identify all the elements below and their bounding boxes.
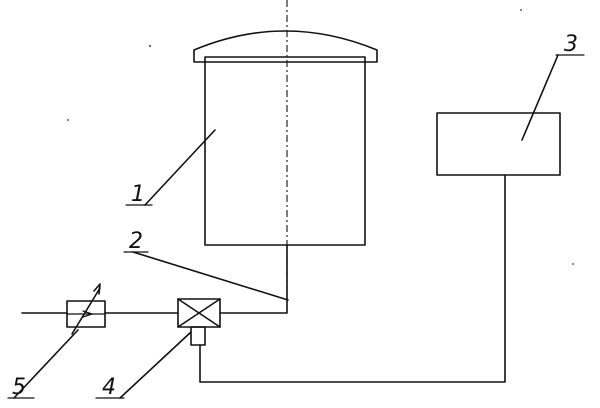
leader-line-2 bbox=[132, 251, 289, 301]
scan-speck bbox=[149, 45, 151, 47]
scan-speck bbox=[572, 263, 574, 265]
controller-box bbox=[436, 112, 561, 176]
tank-lid bbox=[193, 30, 378, 63]
label-pipe: 2 bbox=[129, 229, 143, 254]
leader-line-1 bbox=[144, 129, 216, 206]
scan-speck bbox=[67, 119, 69, 121]
flow-meter bbox=[66, 283, 106, 335]
solenoid-valve bbox=[177, 298, 221, 346]
label-controller: 3 bbox=[564, 32, 578, 57]
control-signal-line bbox=[199, 174, 506, 383]
flow-meter-small-arrow-icon bbox=[82, 310, 93, 318]
label-flow-meter: 5 bbox=[12, 375, 26, 400]
leader-line-3 bbox=[521, 54, 559, 141]
scan-speck bbox=[520, 9, 522, 11]
flow-meter-adjust-arrow bbox=[71, 287, 101, 335]
valve-actuator bbox=[190, 326, 206, 346]
outlet-pipe bbox=[219, 244, 288, 314]
leader-line-5 bbox=[13, 329, 79, 399]
leader-line-4 bbox=[119, 331, 192, 399]
label-valve: 4 bbox=[102, 375, 116, 400]
tank-body bbox=[204, 56, 366, 246]
tank-component bbox=[193, 30, 378, 246]
label-tank: 1 bbox=[131, 182, 145, 207]
valve-cross-b bbox=[177, 298, 221, 328]
flow-meter-arrowhead-icon bbox=[93, 283, 101, 295]
